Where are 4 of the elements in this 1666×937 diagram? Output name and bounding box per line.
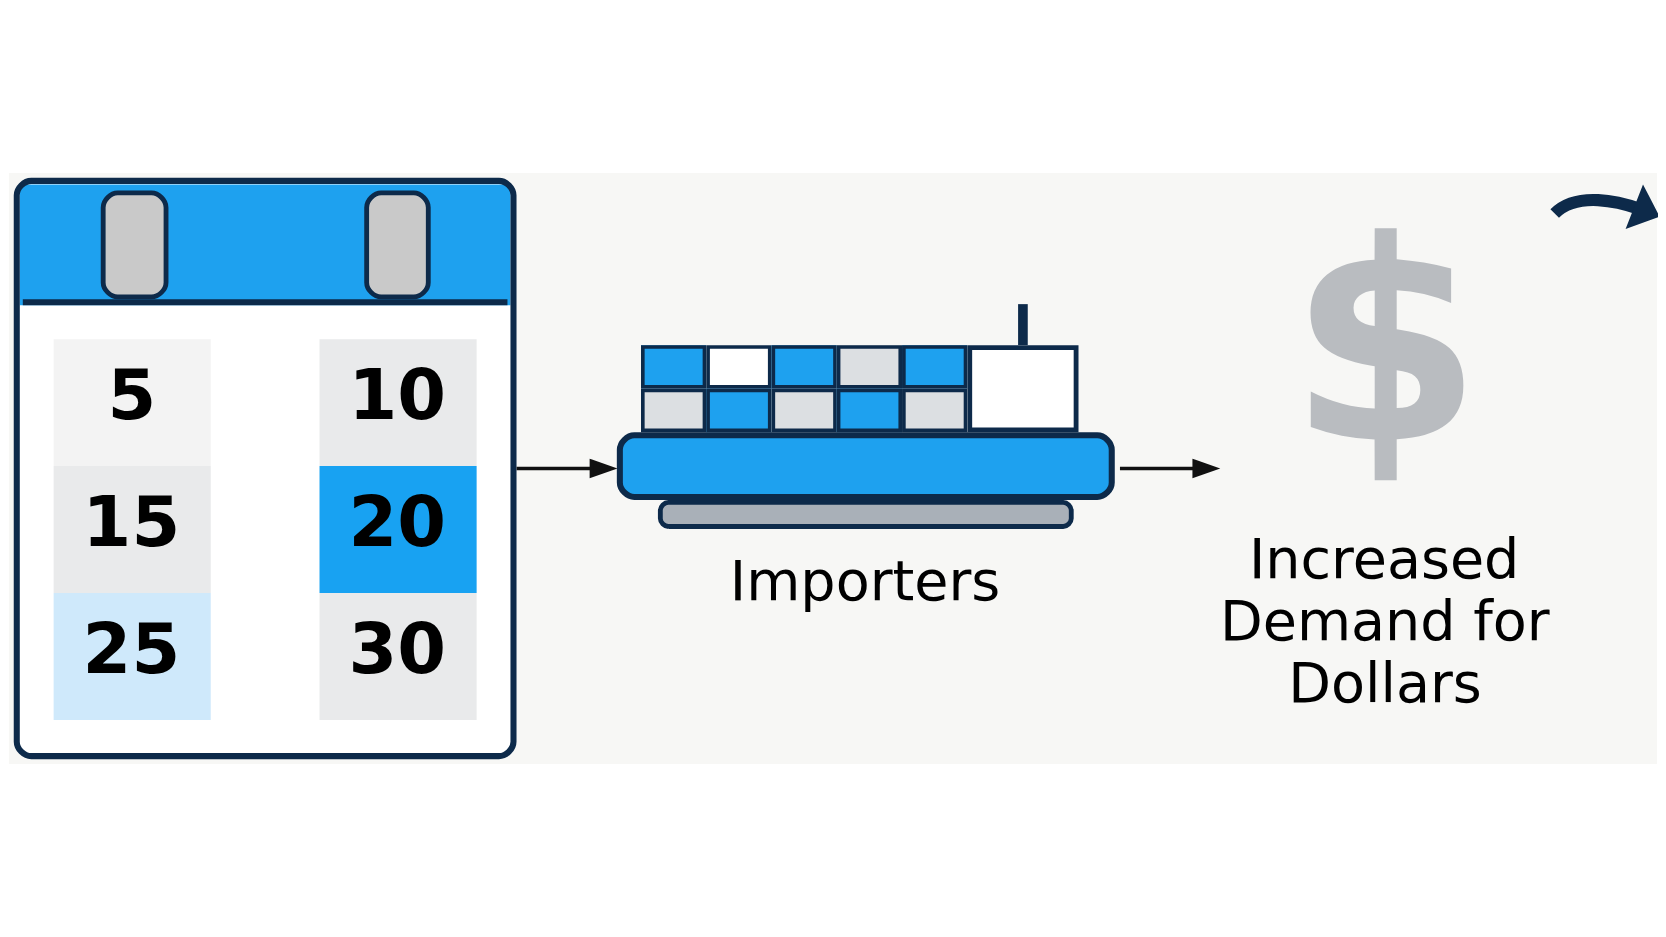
arrow (516, 458, 618, 479)
node-text: $ Increased Demand for Dollars (1219, 181, 1550, 715)
node-label: Importers (729, 547, 1001, 613)
arrow (1119, 458, 1221, 479)
